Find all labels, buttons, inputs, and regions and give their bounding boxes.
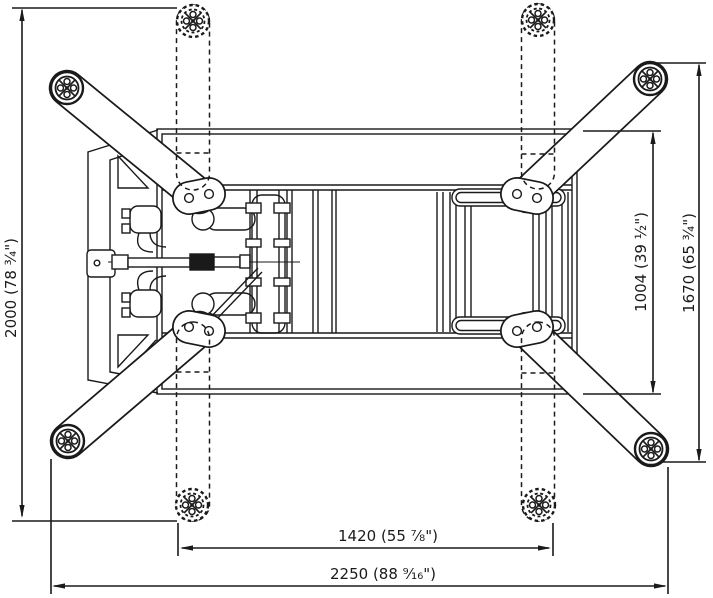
stowed-foot-top-left bbox=[175, 3, 211, 39]
outrigger-feet-deployed bbox=[49, 61, 669, 467]
machine-body bbox=[86, 128, 578, 395]
outrigger-arm-top-left bbox=[48, 69, 218, 215]
stowed-foot-bottom-left bbox=[174, 487, 210, 523]
left-chassis bbox=[86, 129, 300, 394]
dimensions: 2000 (78 ¾") 1004 (39 ½") 1670 (65 ¾") bbox=[2, 7, 706, 594]
gusset-top bbox=[117, 154, 150, 189]
left-bracket bbox=[86, 249, 116, 278]
dimension-bottom-outer: 2250 (88 ⁹⁄₁₆") bbox=[50, 459, 669, 594]
outrigger-feet-stowed bbox=[174, 2, 557, 523]
outrigger-cylinders bbox=[191, 207, 256, 316]
ladder-frame bbox=[436, 188, 569, 335]
foot-bottom-right bbox=[633, 431, 669, 467]
pivot-bracket-top-left bbox=[172, 177, 226, 215]
dimension-left: 2000 (78 ¾") bbox=[2, 7, 177, 522]
foot-top-right bbox=[632, 61, 668, 97]
hoses bbox=[136, 232, 167, 291]
dimension-right-outer: 1670 (65 ¾") bbox=[652, 62, 706, 463]
outrigger-arm-bottom-right bbox=[508, 311, 670, 468]
dimension-label-right-outer: 1670 (65 ¾") bbox=[680, 213, 698, 313]
dimension-bottom-inner: 1420 (55 ⅞") bbox=[177, 523, 554, 556]
foot-top-left bbox=[49, 70, 85, 106]
pivot-brackets bbox=[172, 177, 554, 348]
stowed-foot-top-right bbox=[520, 2, 556, 38]
dimension-label-bottom-inner: 1420 (55 ⅞") bbox=[338, 527, 438, 545]
hydraulic-tanks bbox=[121, 205, 162, 318]
dimension-right-inner: 1004 (39 ½") bbox=[583, 130, 661, 395]
stowed-foot-bottom-right bbox=[521, 487, 557, 523]
mast-rails bbox=[206, 190, 337, 334]
stowed-arm-bottom-left bbox=[175, 321, 211, 522]
outrigger-arm-top-right bbox=[508, 60, 669, 214]
pivot-bracket-top-right bbox=[500, 177, 554, 215]
central-actuator bbox=[108, 253, 300, 271]
dimension-label-bottom-outer: 2250 (88 ⁹⁄₁₆") bbox=[330, 565, 436, 583]
gusset-bottom bbox=[117, 334, 150, 369]
pivot-bracket-bottom-right bbox=[500, 310, 554, 348]
dimension-label-right-inner: 1004 (39 ½") bbox=[632, 212, 650, 312]
foot-bottom-left bbox=[50, 423, 86, 459]
dimension-label-left: 2000 (78 ¾") bbox=[2, 238, 20, 338]
